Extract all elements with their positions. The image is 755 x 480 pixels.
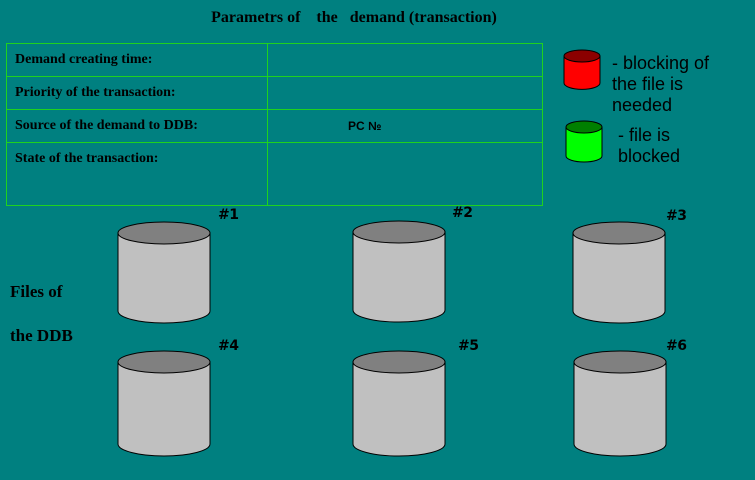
file-number-5: #5 <box>458 338 479 354</box>
transaction-parameters-table: Demand creating time: Priority of the tr… <box>6 43 543 206</box>
demand-time-value <box>267 43 543 77</box>
file-number-6: #6 <box>666 338 687 354</box>
file-number-3: #3 <box>666 208 687 224</box>
files-label: Files of <box>10 282 63 301</box>
file-number-4: #4 <box>218 338 239 354</box>
table-row: State of the transaction: <box>6 142 543 206</box>
file-cylinder-1[interactable] <box>116 221 214 325</box>
demand-time-label: Demand creating time: <box>6 43 268 77</box>
files-label-ddb: the DDB <box>10 326 73 345</box>
file-cylinder-4[interactable] <box>116 350 214 458</box>
legend-blocking-needed: - blocking of the file is needed <box>612 53 710 115</box>
red-cylinder-icon <box>563 49 601 90</box>
file-cylinder-3[interactable] <box>571 221 669 325</box>
table-row: Priority of the transaction: <box>6 76 543 110</box>
state-value <box>267 142 543 206</box>
table-row: Demand creating time: <box>6 43 543 77</box>
file-number-1: #1 <box>218 207 239 223</box>
state-label: State of the transaction: <box>6 142 268 206</box>
file-cylinder-5[interactable] <box>351 350 449 458</box>
file-cylinder-2[interactable] <box>351 220 449 324</box>
file-cylinder-6[interactable] <box>572 350 670 458</box>
legend-file-blocked: - file is blocked <box>618 125 681 166</box>
priority-value <box>267 76 543 110</box>
page-title: Parametrs of the demand (transaction) <box>211 9 497 26</box>
file-number-2: #2 <box>452 205 473 221</box>
table-row: Source of the demand to DDB: PC № <box>6 109 543 143</box>
source-label: Source of the demand to DDB: <box>6 109 268 143</box>
source-value: PC № <box>267 109 543 143</box>
priority-label: Priority of the transaction: <box>6 76 268 110</box>
green-cylinder-icon <box>565 120 603 163</box>
